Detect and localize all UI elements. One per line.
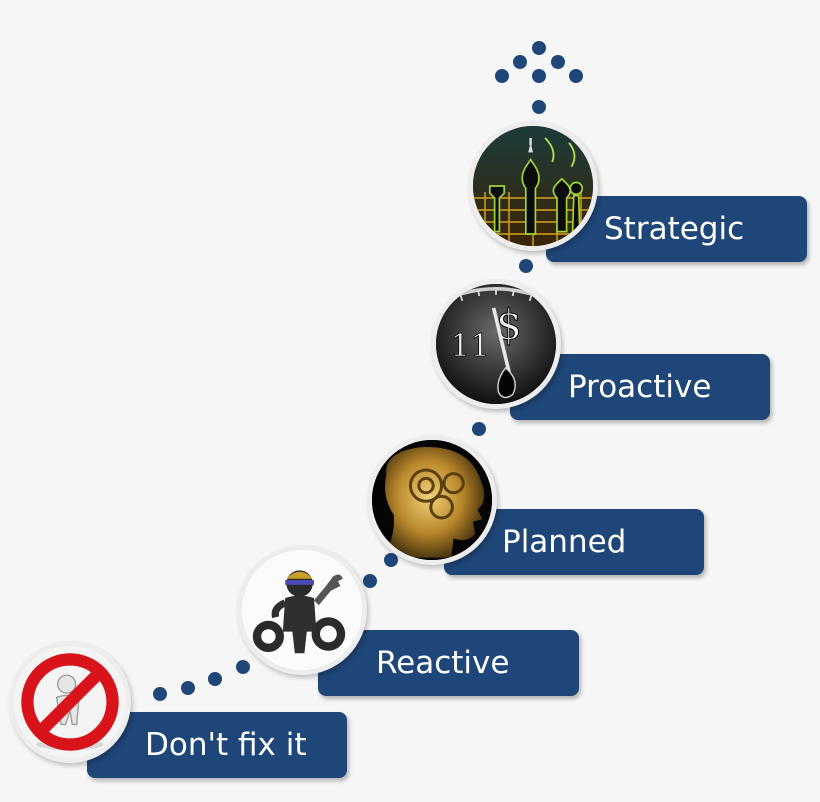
clock-dollar-icon: 11 $ <box>436 284 556 404</box>
repairman-with-wrench-icon <box>242 550 362 670</box>
svg-text:11: 11 <box>450 328 490 364</box>
svg-text:$: $ <box>496 301 522 349</box>
path-dot <box>384 553 398 567</box>
step-label-strategic: Strategic <box>546 196 807 262</box>
step-label-proactive: Proactive <box>510 354 770 420</box>
path-dot <box>472 422 486 436</box>
path-dot <box>363 574 377 588</box>
path-dot <box>153 687 167 701</box>
head-with-gears-icon <box>372 440 492 560</box>
step-label-reactive: Reactive <box>318 630 579 696</box>
path-dot <box>181 681 195 695</box>
path-dot <box>236 660 250 674</box>
step-label-text: Reactive <box>376 645 510 681</box>
chess-pieces-icon <box>473 126 593 246</box>
path-dot <box>208 672 222 686</box>
no-sign-person-icon <box>14 646 126 758</box>
step-label-text: Don't fix it <box>145 727 307 763</box>
step-label-text: Planned <box>502 524 627 560</box>
step-label-text: Proactive <box>568 369 712 405</box>
step-label-dont-fix-it: Don't fix it <box>87 712 347 778</box>
path-dot <box>532 100 546 114</box>
path-dot <box>519 259 533 273</box>
up-arrow-icon <box>495 41 583 83</box>
step-label-text: Strategic <box>604 211 745 247</box>
